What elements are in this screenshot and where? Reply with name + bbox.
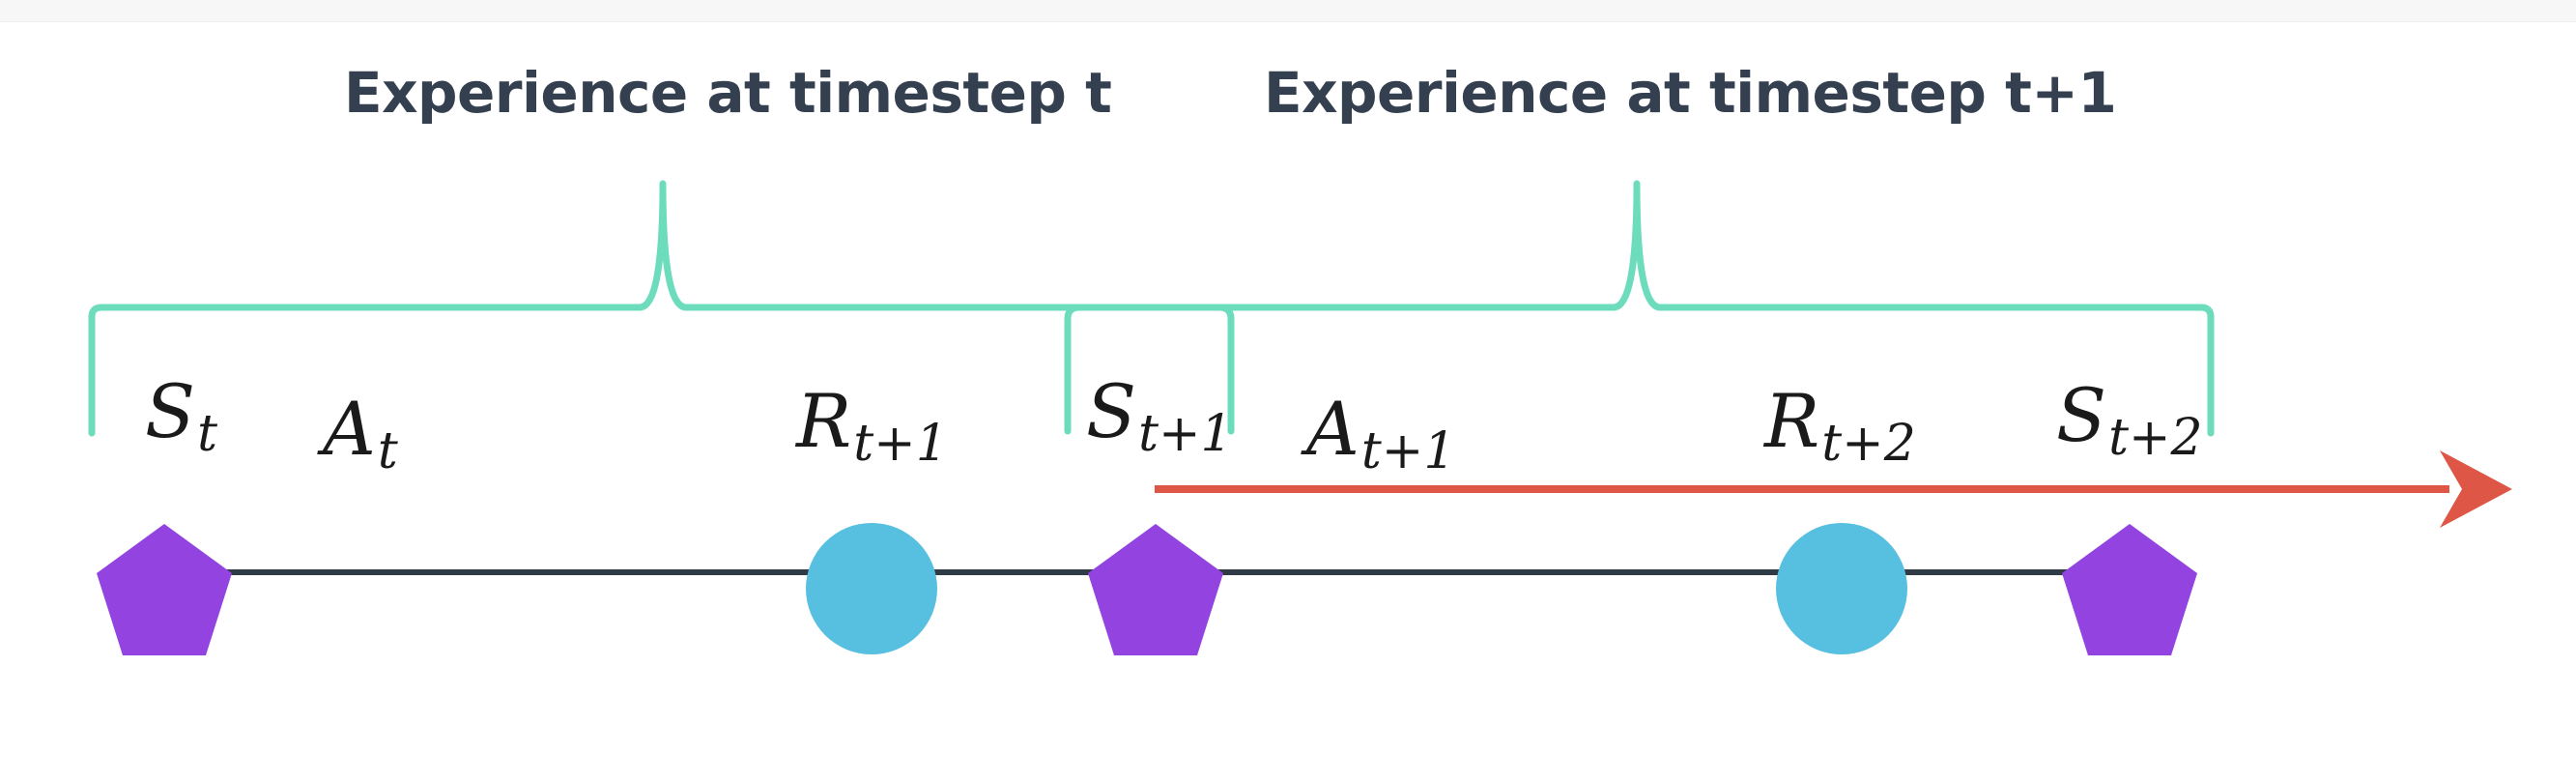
- symbol-a-t: At: [317, 386, 398, 480]
- state-node-t: [97, 524, 232, 655]
- time-arrow-head: [2440, 450, 2512, 528]
- symbol-a-t-plus-1: At+1: [1301, 386, 1455, 480]
- reward-node-t-plus-2: [1776, 523, 1907, 654]
- symbol-r-t-plus-1: Rt+1: [794, 378, 948, 473]
- experience-bracket-t-plus-1: [1064, 180, 2215, 437]
- experience-label-t: Experience at timestep t: [344, 60, 1112, 126]
- experience-bracket-t: [88, 180, 1235, 437]
- symbol-r-t-plus-2: Rt+2: [1762, 378, 1916, 473]
- state-node-t-plus-1: [1088, 524, 1223, 655]
- state-node-t-plus-2: [2062, 524, 2197, 655]
- symbol-s-t: St: [145, 368, 217, 463]
- symbol-s-t-plus-1: St+1: [1086, 368, 1233, 463]
- reward-node-t-plus-1: [806, 523, 937, 654]
- symbol-s-t-plus-2: St+2: [2056, 372, 2203, 467]
- experience-label-t-plus-1: Experience at timestep t+1: [1264, 60, 2117, 126]
- top-strip: [0, 0, 2576, 22]
